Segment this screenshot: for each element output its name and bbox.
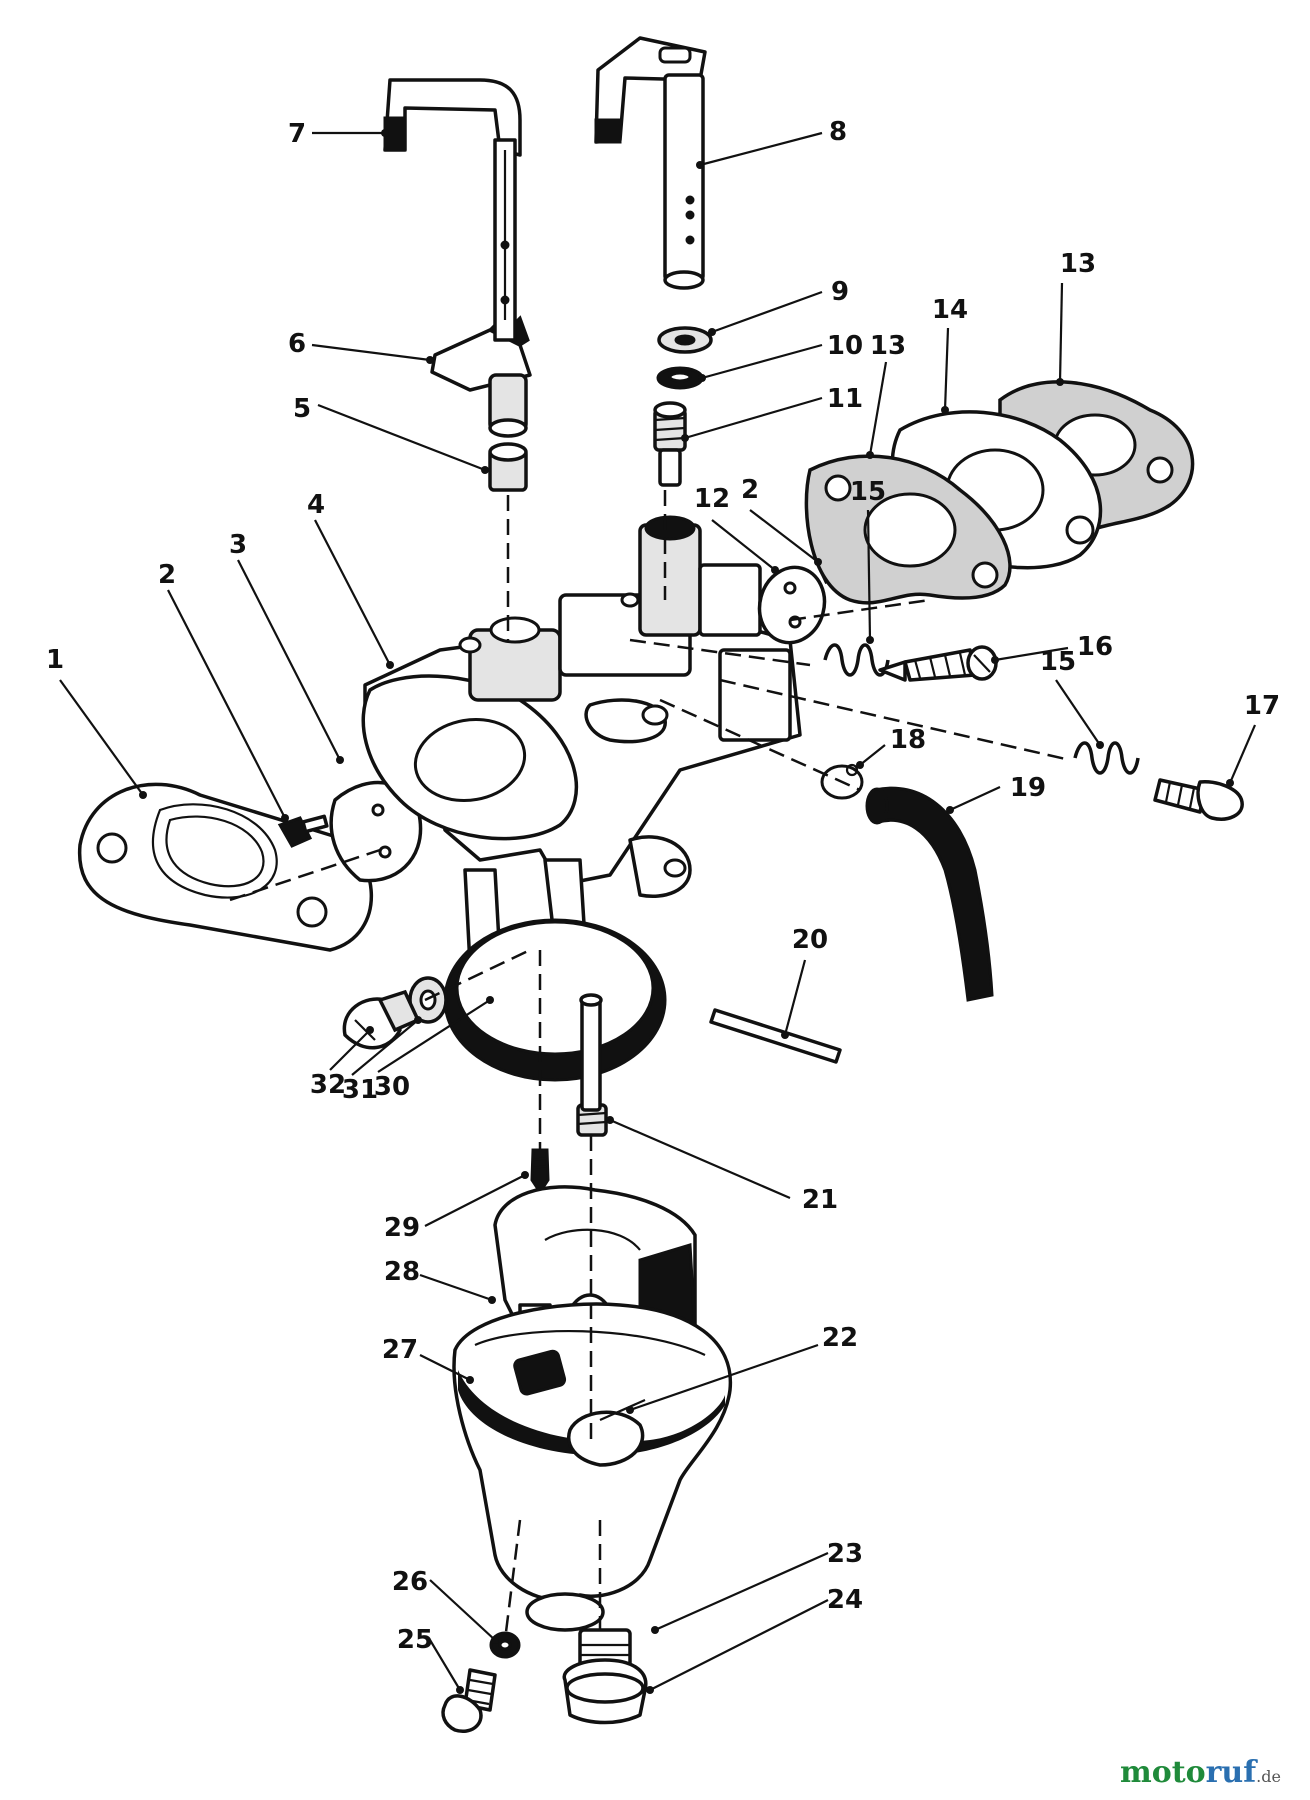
part-27-float-bowl: [452, 1302, 733, 1632]
callout-3: 3: [229, 530, 247, 560]
callout-14: 14: [932, 295, 968, 325]
part-25-drain-screw: [441, 1668, 497, 1733]
part-12-choke-plate: [757, 565, 827, 645]
watermark-suffix: .de: [1256, 1767, 1281, 1786]
callout-17: 17: [1244, 691, 1280, 721]
callout-19: 19: [1010, 773, 1046, 803]
part-10-seal: [656, 366, 704, 390]
part-2-screw-left: [277, 814, 329, 848]
part-4-carburetor-body: [361, 515, 802, 967]
part-20-pin: [709, 1008, 842, 1064]
callout-13: 13: [1060, 249, 1096, 279]
part-29-inlet-needle: [530, 1148, 550, 1195]
svg-text:motoruf.de: motoruf.de: [1120, 1755, 1281, 1790]
callout-4: 4: [307, 490, 325, 520]
callout-12: 12: [694, 484, 730, 514]
callout-21: 21: [802, 1185, 838, 1215]
part-30-bowl-gasket: [443, 918, 667, 1082]
part-9-washer: [657, 326, 713, 354]
callout-24: 24: [827, 1585, 863, 1615]
callout-8: 8: [829, 117, 847, 147]
callout-23: 23: [827, 1539, 863, 1569]
part-5-bushing: [488, 442, 528, 492]
callout-28: 28: [384, 1257, 420, 1287]
callout-2: 2: [741, 475, 759, 505]
callout-20: 20: [792, 925, 828, 955]
part-32-screw: [342, 989, 421, 1050]
watermark-part-a: moto: [1120, 1755, 1206, 1790]
part-19-fuel-hose: [865, 786, 994, 1002]
callout-29: 29: [384, 1213, 420, 1243]
part-7-throttle-shaft: [383, 78, 522, 342]
callout-25: 25: [397, 1625, 433, 1655]
callout-15: 15: [850, 477, 886, 507]
alignment-lines: [229, 490, 1071, 1641]
callout-labels: 1 2 2 3 4 5 6 7 8 9 10 11 12 13 13 14 15…: [46, 117, 1280, 1655]
watermark-part-b: ruf: [1206, 1755, 1259, 1790]
callout-31: 31: [342, 1075, 378, 1105]
callout-1: 1: [46, 645, 64, 675]
callout-27: 27: [382, 1335, 418, 1365]
part-17-idle-screw: [1153, 778, 1244, 821]
part-15-spring-upper: [823, 643, 890, 677]
part-8-choke-shaft: [594, 36, 707, 290]
part-15-spring-lower: [1073, 741, 1140, 775]
callout-5: 5: [293, 394, 311, 424]
leader-arrowheads: [139, 129, 1234, 1694]
part-23-24-bowl-nut: [562, 1628, 648, 1725]
part-11-valve-screw: [653, 401, 687, 487]
callout-18: 18: [890, 725, 926, 755]
callout-2: 2: [158, 560, 176, 590]
callout-9: 9: [831, 277, 849, 307]
callout-32: 32: [310, 1070, 346, 1100]
callout-30: 30: [374, 1072, 410, 1102]
callout-26: 26: [392, 1567, 428, 1597]
callout-15: 15: [1040, 647, 1076, 677]
callout-10: 10: [827, 331, 863, 361]
callout-16: 16: [1077, 632, 1113, 662]
part-13-gasket-front: [804, 454, 1012, 605]
part-18-clip: [820, 763, 864, 800]
callout-11: 11: [827, 384, 863, 414]
callout-7: 7: [288, 119, 306, 149]
part-22-float-pin: [599, 1398, 646, 1422]
callout-13: 13: [870, 331, 906, 361]
callout-6: 6: [288, 329, 306, 359]
part-16-mixture-screw: [878, 645, 998, 682]
watermark: motoruf.de: [1120, 1755, 1281, 1790]
leader-lines: [59, 131, 1257, 1691]
callout-22: 22: [822, 1323, 858, 1353]
part-3-throttle-plate: [329, 780, 423, 883]
